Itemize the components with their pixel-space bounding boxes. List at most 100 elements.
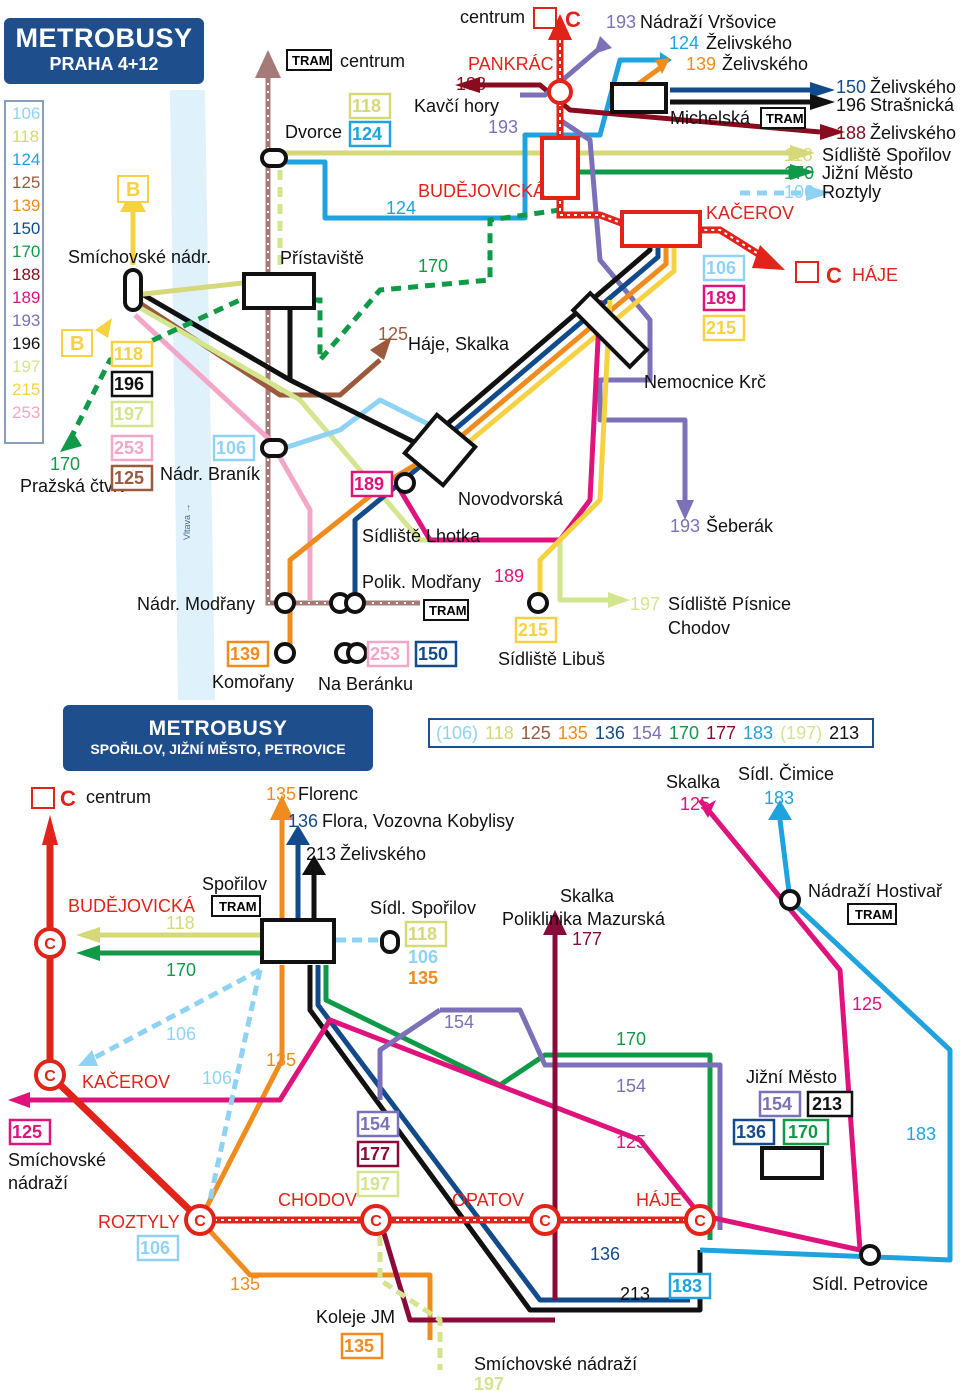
badge-136-jm: 136 <box>736 1122 766 1142</box>
bottom-lines <box>30 798 953 1370</box>
label-michelska: Michelská <box>670 108 751 128</box>
label-sidl-petrovice: Sídl. Petrovice <box>812 1274 928 1294</box>
badge-139-k: 139 <box>230 644 260 664</box>
svg-text:C: C <box>44 1068 56 1085</box>
badge-106-k: 106 <box>706 258 736 278</box>
num-125-sk: 125 <box>680 794 710 814</box>
svg-text:C: C <box>539 1213 551 1230</box>
badge-197-s: 197 <box>114 404 144 424</box>
legend-item: 193 <box>12 311 41 330</box>
num-124-zel: 124 <box>669 33 699 53</box>
label-zelivskeho-2: Želivského <box>722 54 808 74</box>
label-seberak: Šeberák <box>706 515 774 536</box>
label-zelivskeho-3: Želivského <box>870 77 956 97</box>
svg-text:TRAM: TRAM <box>219 899 257 914</box>
header-sporilov: METROBUSY SPOŘILOV, JIŽNÍ MĚSTO, PETROVI… <box>63 705 373 771</box>
badge-118-dvorce: 118 <box>352 96 381 116</box>
num-213-j: 213 <box>620 1284 650 1304</box>
label-smichovske-nadrazi-b: Smíchovské nádraží <box>474 1354 637 1374</box>
num-106-roz: 106 <box>784 182 814 202</box>
label-chodov-b: CHODOV <box>278 1190 357 1210</box>
label-chodov: Chodov <box>668 618 730 638</box>
badge-125-sn: 125 <box>12 1122 42 1142</box>
num-170-jm: 170 <box>784 163 814 183</box>
label-zelivskeho-4: Želivského <box>870 123 956 143</box>
label-kacerov: KAČEROV <box>706 202 794 223</box>
line-list-item: 183 <box>743 723 774 743</box>
num-125-top: 125 <box>378 324 408 344</box>
label-koleje-jm: Koleje JM <box>316 1307 395 1327</box>
arrows-top <box>60 36 845 608</box>
label-strasnicka: Strašnická <box>870 95 955 115</box>
legend-item: 170 <box>12 242 41 261</box>
legend-item: 253 <box>12 403 41 422</box>
line-list-item: 177 <box>705 723 737 743</box>
label-smichovske-nadrazi-l2: nádraží <box>8 1173 68 1193</box>
line-list-item: 213 <box>829 723 860 743</box>
badge-124-dvorce: 124 <box>352 124 382 144</box>
bottom-arrows <box>8 795 792 1108</box>
num-183-p: 183 <box>906 1124 936 1144</box>
label-sidliste-lhotka: Sídliště Lhotka <box>362 526 481 546</box>
label-komorany: Komořany <box>212 672 294 692</box>
metro-c-icons: C C <box>533 7 842 288</box>
label-kacerov-b: KAČEROV <box>82 1071 170 1092</box>
num-188-top: 188 <box>456 74 486 94</box>
label-novodvorska: Novodvorská <box>458 489 564 509</box>
label-haje-skalka: Háje, Skalka <box>408 334 510 354</box>
legend-item: 150 <box>12 219 41 238</box>
legend-item: 188 <box>12 265 41 284</box>
badge-213-jm: 213 <box>812 1094 842 1114</box>
badge-118-sp: 118 <box>408 924 437 944</box>
num-106-b1: 106 <box>166 1024 196 1044</box>
header-title: METROBUSY <box>15 23 193 53</box>
label-polik-modrany: Polik. Modřany <box>362 572 481 592</box>
num-189-pm: 189 <box>494 566 524 586</box>
num-170-top: 170 <box>418 256 448 276</box>
tram-badges-bottom: TRAM TRAM <box>211 895 897 925</box>
legend-item: 197 <box>12 357 41 376</box>
num-136-f: 136 <box>288 811 318 831</box>
label-sporilov: Spořilov <box>202 874 267 894</box>
legend-item: 139 <box>12 196 41 215</box>
label-flora: Flora, Vozovna Kobylisy <box>322 811 514 831</box>
svg-text:C: C <box>60 786 76 811</box>
label-sidliste-sporilov: Sídliště Spořilov <box>822 145 951 165</box>
label-skalka: Skalka <box>666 772 721 792</box>
num-135-sp: 135 <box>408 968 438 988</box>
num-136-j: 136 <box>590 1244 620 1264</box>
tram-arrow <box>255 50 281 78</box>
badge-106-r: 106 <box>140 1238 170 1258</box>
num-188-zel: 188 <box>836 123 866 143</box>
svg-text:TRAM: TRAM <box>855 907 893 922</box>
header-subtitle: PRAHA 4+12 <box>49 54 159 74</box>
label-sidliste-pisnice: Sídliště Písnice <box>668 594 791 614</box>
header-title-2: METROBUSY <box>148 717 288 740</box>
stations-bottom <box>260 889 881 1266</box>
legend-item: 118 <box>12 127 40 146</box>
label-sidl-cimice: Sídl. Čimice <box>738 763 834 784</box>
route-197-b <box>377 1220 443 1370</box>
num-170-b: 170 <box>166 960 196 980</box>
badge-183-h: 183 <box>672 1276 702 1296</box>
badge-189-k: 189 <box>706 288 736 308</box>
badge-197-ch: 197 <box>360 1174 390 1194</box>
river-vltava <box>170 90 215 700</box>
badge-189-l: 189 <box>354 474 384 494</box>
num-213-z: 213 <box>306 844 336 864</box>
label-pankrac: PANKRÁC <box>468 54 554 74</box>
label-skalka-m: Skalka <box>560 886 615 906</box>
label-nadr-branik: Nádr. Braník <box>160 464 261 484</box>
svg-text:TRAM: TRAM <box>292 53 330 68</box>
label-pristaviste: Přístaviště <box>280 248 364 268</box>
label-centrum-bottom: centrum <box>86 787 151 807</box>
num-135-f: 135 <box>266 784 296 804</box>
label-budejovicka: BUDĚJOVICKÁ <box>418 181 545 201</box>
label-haje-top: HÁJE <box>852 265 898 285</box>
route-193 <box>520 46 688 500</box>
header-praha: METROBUSY PRAHA 4+12 <box>4 18 204 84</box>
num-177-b: 177 <box>572 929 602 949</box>
line-list-item: 154 <box>631 723 662 743</box>
